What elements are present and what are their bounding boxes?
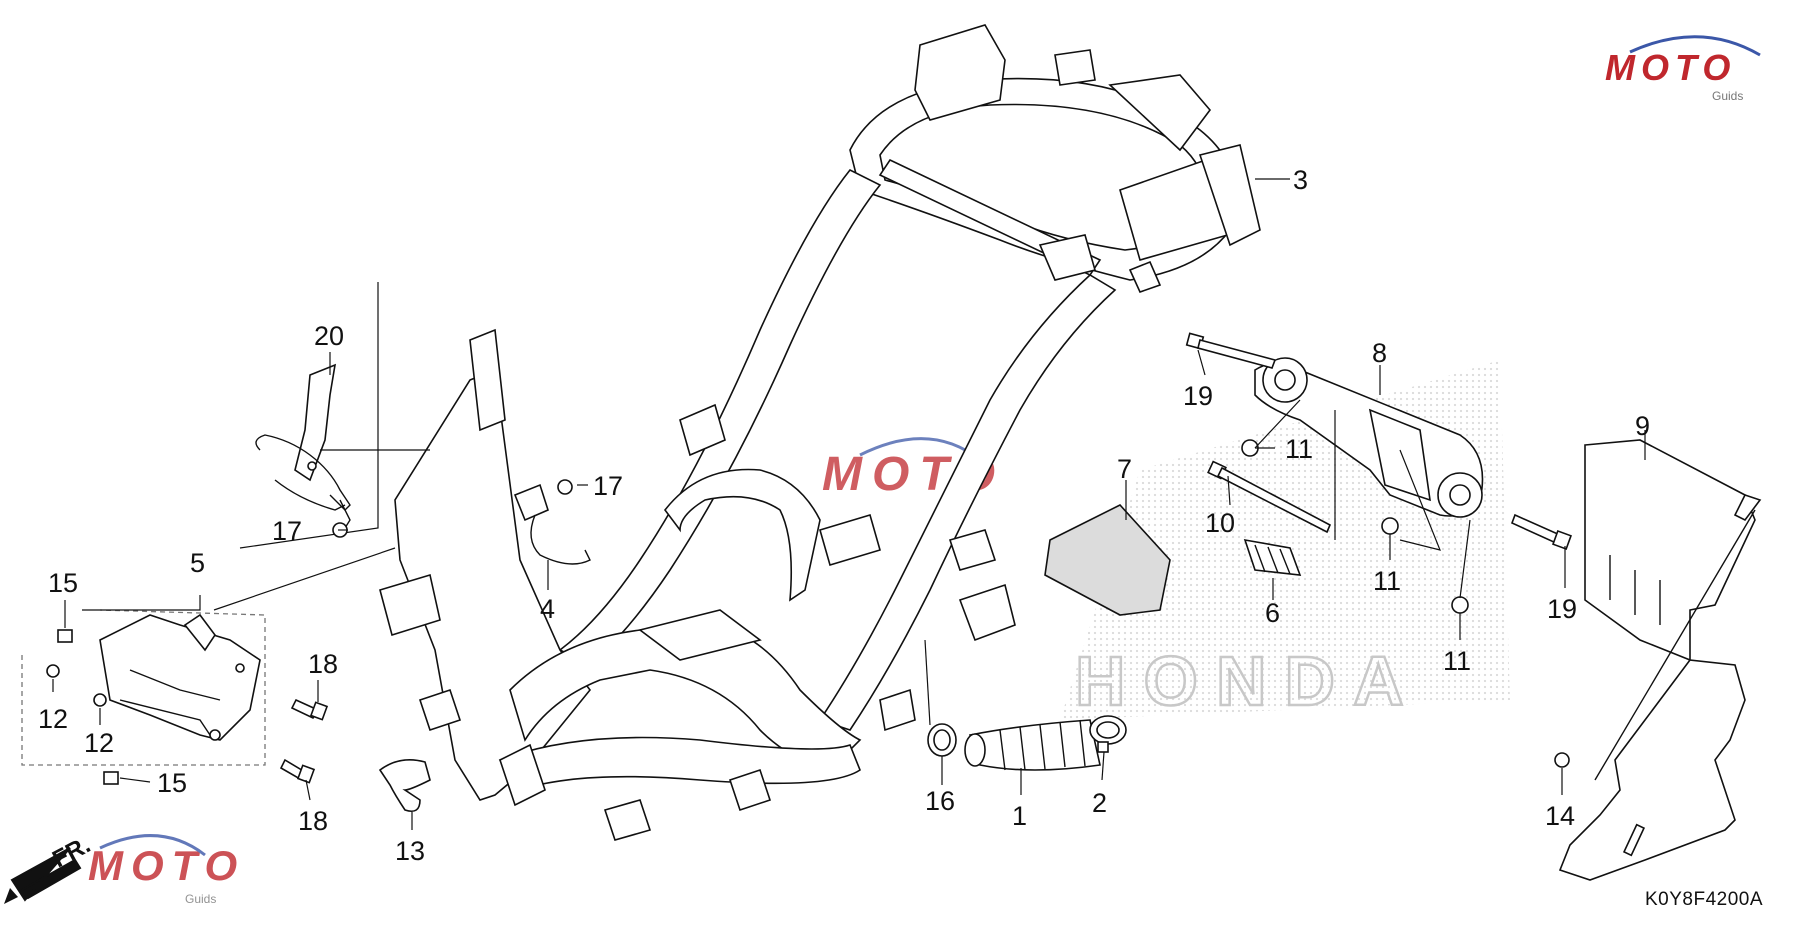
callout-1: 1 (1012, 801, 1027, 831)
part-14-nut (1554, 752, 1570, 768)
callout-19-right: 19 (1547, 594, 1577, 624)
callout-11-b: 11 (1373, 566, 1401, 596)
callout-13: 13 (395, 836, 425, 866)
group-5-box (21, 609, 266, 766)
part-5-bracket (99, 613, 261, 741)
callout-11-c: 11 (1443, 646, 1471, 676)
callout-8: 8 (1372, 338, 1387, 368)
part-7-cover-plate (1044, 504, 1171, 616)
callouts: 3 20 17 17 5 15 15 12 12 18 18 4 13 16 1… (38, 165, 1650, 866)
callout-5: 5 (190, 548, 205, 578)
callout-15-bottom: 15 (157, 768, 187, 798)
part-4-harness-clip (513, 483, 591, 565)
callout-2: 2 (1092, 788, 1107, 818)
part-18-bolt-b (279, 758, 316, 784)
callout-20: 20 (314, 321, 344, 351)
front-direction-arrow: FR. (4, 831, 95, 904)
part-2-clamp (1089, 715, 1127, 753)
part-1-air-boot (964, 719, 1101, 771)
group-border (239, 282, 379, 549)
callout-6: 6 (1265, 598, 1280, 628)
callout-17-left: 17 (272, 516, 302, 546)
part-8-engine-hanger (1254, 357, 1484, 518)
callout-19-top: 19 (1183, 381, 1213, 411)
part-15-clip-bottom (103, 771, 119, 785)
callout-17-center: 17 (593, 471, 623, 501)
part-10-long-bolt (1207, 460, 1332, 534)
watermark-brand: MOTO (1605, 47, 1736, 88)
callout-10: 10 (1205, 508, 1235, 538)
callout-12-a: 12 (38, 704, 68, 734)
watermark-brand-bottom: MOTO (88, 842, 245, 889)
diagram-code: K0Y8F4200A (1645, 889, 1763, 910)
part-18-bolt-a (290, 698, 329, 721)
leader-lines (52, 178, 1646, 830)
part-12-nut-b (93, 693, 107, 707)
watermark-logo-bottom: MOTO Guids (88, 834, 245, 906)
callout-11-a: 11 (1285, 434, 1313, 464)
part-11-nut-b (1381, 517, 1399, 535)
callout-15-top: 15 (48, 568, 78, 598)
part-12-nut-a (46, 664, 60, 678)
callout-3: 3 (1293, 165, 1308, 195)
callout-12-b: 12 (84, 728, 114, 758)
callout-14: 14 (1545, 801, 1575, 831)
part-16-clamp (927, 723, 957, 757)
watermark-sub: Guids (1712, 89, 1743, 103)
part-13-clip (378, 759, 431, 813)
part-20-bracket (255, 363, 351, 529)
watermark-sub-bottom: Guids (185, 892, 216, 906)
callout-18-bottom: 18 (298, 806, 328, 836)
part-19-bolt-right (1510, 513, 1572, 550)
part-9-under-cover (1558, 439, 1762, 881)
part-11-nut-c (1451, 596, 1469, 614)
callout-16: 16 (925, 786, 955, 816)
background-logo-text: HONDA (1075, 642, 1422, 720)
callout-9: 9 (1635, 411, 1650, 441)
callout-7: 7 (1117, 454, 1132, 484)
part-19-bolt-top (1185, 332, 1277, 369)
part-17-nut-center (557, 479, 573, 495)
callout-18-top: 18 (308, 649, 338, 679)
callout-4: 4 (540, 594, 555, 624)
part-15-clip-top (57, 629, 73, 643)
watermark-swoosh (1629, 35, 1761, 57)
main-frame (379, 24, 1261, 841)
part-6-rubber-block (1243, 538, 1302, 576)
watermark-logo-top: MOTO Guids (1605, 35, 1761, 103)
